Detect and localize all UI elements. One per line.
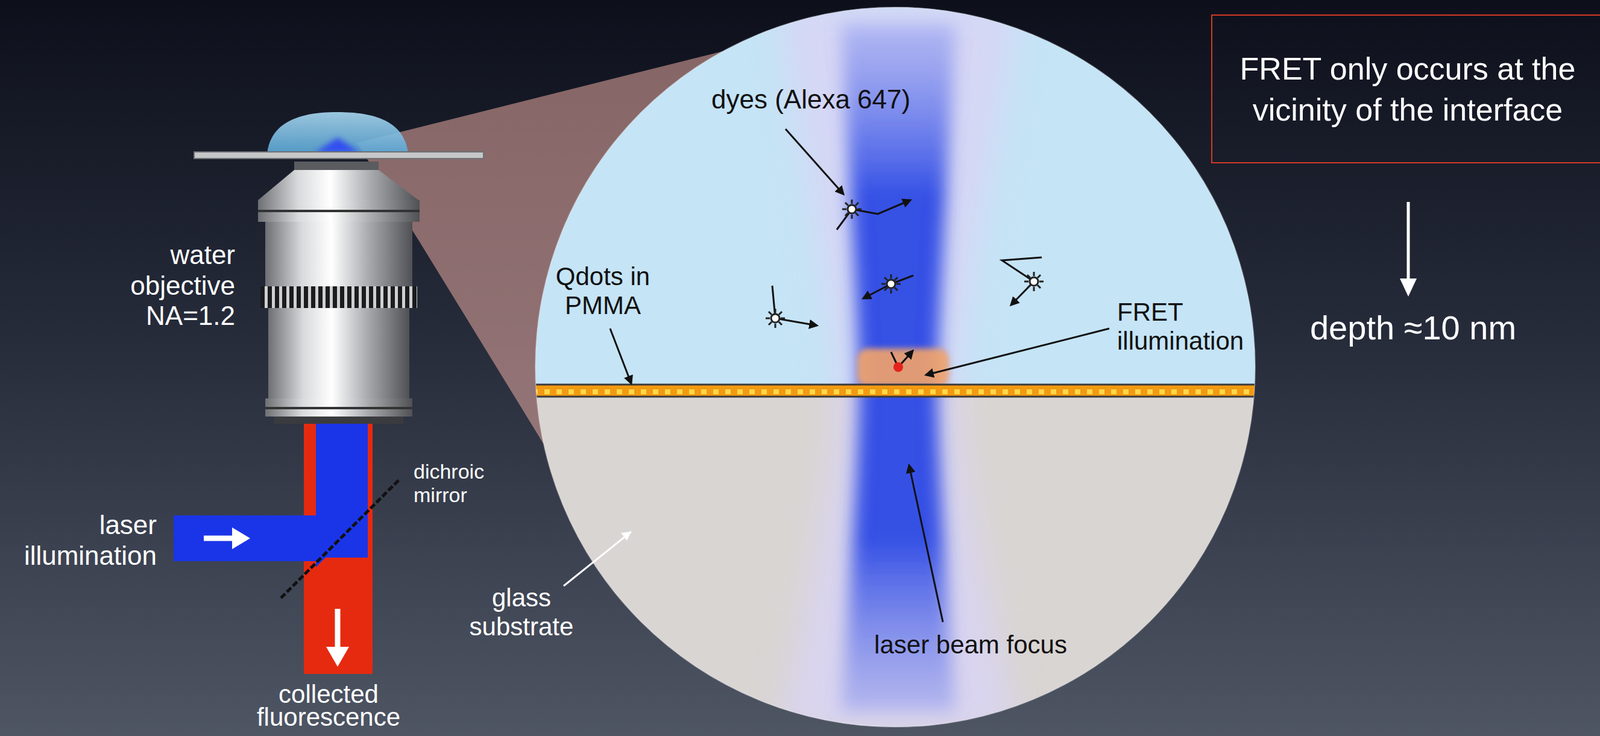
fluorescence-label: collected fluorescence: [241, 683, 416, 729]
note-text: FRET only occurs at the vicinity of the …: [1230, 48, 1585, 131]
objective: [194, 112, 484, 424]
note-box: FRET only occurs at the vicinity of the …: [1211, 14, 1600, 164]
mirror-label: dichroic mirror: [413, 459, 504, 508]
focus-label: laser beam focus: [856, 630, 1086, 660]
leader-lines: [610, 129, 1110, 623]
depth-label: depth ≈10 nm: [1298, 308, 1528, 348]
glass-label: glass substrate: [449, 583, 594, 643]
down-arrow: [1407, 201, 1411, 283]
dye-label: dyes (Alexa 647): [711, 84, 953, 116]
objective-label: water objective NA=1.2: [102, 239, 236, 332]
laser-label: laser illumination: [6, 510, 157, 571]
zoom-view: [530, 0, 1267, 736]
dichroic-mirror: [280, 479, 400, 599]
laser-beam: [173, 515, 316, 562]
leader-line: [563, 531, 632, 586]
fret-label: FRET illumination: [1117, 297, 1262, 357]
qdot-label: Qdots in PMMA: [539, 262, 667, 321]
